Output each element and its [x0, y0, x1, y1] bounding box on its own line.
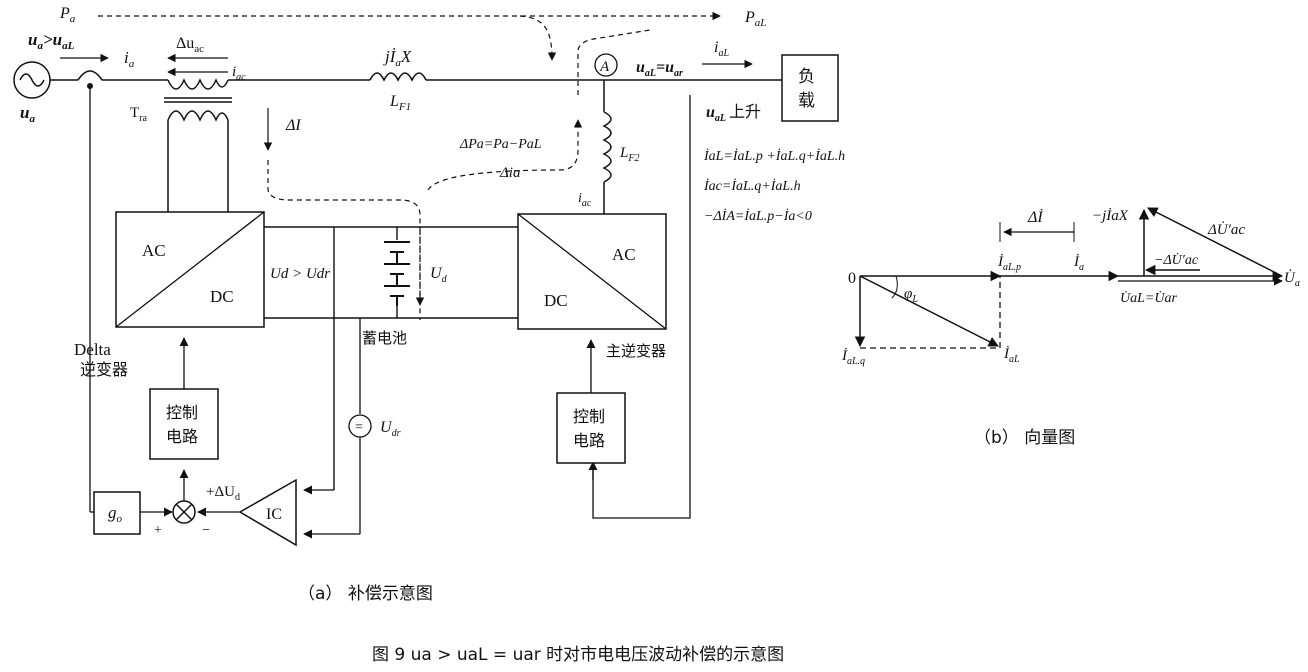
delta-ia-label: Δia — [499, 165, 520, 181]
vector-ua-label: U̇a — [1284, 270, 1300, 289]
vector-neg-duac-label: −ΔU̇′ac — [1154, 252, 1199, 268]
delta-inverter-label: 逆变器 — [80, 360, 128, 379]
pa-label: Pa — [59, 5, 76, 25]
left-dc-label: DC — [210, 287, 234, 306]
ic-amplifier — [238, 478, 297, 547]
pal-label: PaL — [744, 9, 766, 29]
ua-compare-label: ua>uaL — [28, 30, 75, 52]
vector-duac-label: ΔU̇′ac — [1207, 222, 1245, 238]
delta-label: Delta — [74, 340, 111, 359]
load-label-2: 载 — [798, 91, 815, 111]
ac-source — [13, 61, 51, 99]
g0-label: go — [108, 503, 123, 525]
minus-sign: − — [202, 523, 210, 538]
right-control-label-2: 电路 — [573, 431, 605, 450]
equation-1: İaL=İaL.p +İaL.q+İaL.h — [703, 148, 845, 164]
vector-ual-label: U̇aL=U̇ar — [1120, 290, 1177, 306]
left-control-label-2: 电路 — [166, 427, 198, 446]
ud-compare-label: Ud > Udr — [270, 266, 330, 282]
load-label-1: 负 — [798, 67, 815, 87]
caption-a: （a） 补偿示意图 — [298, 584, 433, 604]
g0-block — [93, 491, 141, 535]
delta-i-label: ΔI — [285, 117, 301, 134]
ialq-label: İaL.q — [841, 348, 865, 367]
vector-delta-i-label: Δİ — [1027, 208, 1043, 226]
lf2-inductor — [602, 80, 612, 214]
delta-uac-label: Δuac — [176, 35, 204, 55]
load-box — [781, 54, 839, 122]
equation-3: −ΔİA=İaL.p−İa<0 — [704, 208, 812, 224]
ud-label: Ud — [430, 265, 448, 285]
jx-label: jİaX — [383, 47, 412, 69]
delta-p-label: ΔPa=Pa−PaL — [459, 137, 542, 152]
sine-icon — [19, 73, 45, 87]
lf1-label: LF1 — [389, 93, 411, 113]
ic-label: IC — [266, 506, 282, 523]
battery-label: 蓄电池 — [362, 329, 407, 347]
tra-label: Tra — [130, 105, 148, 124]
figure-caption: 图 9 ua > uaL = uar 时对市电电压波动补偿的示意图 — [372, 645, 784, 665]
series-transformer — [164, 78, 232, 212]
ual-label: uaL=uar — [636, 59, 683, 79]
lf2-label: LF2 — [619, 145, 639, 164]
vector-ial-label: İaL — [1003, 346, 1020, 365]
udr-label: Udr — [380, 419, 401, 439]
right-ac-label: AC — [612, 245, 636, 264]
ia-label: ia — [124, 48, 135, 70]
ialp-label: İaL.p — [997, 254, 1021, 273]
delta-ud-label: +ΔUd — [206, 484, 240, 503]
ammeter-label: A — [599, 59, 610, 75]
ial-label: iaL — [714, 39, 729, 59]
battery-icon — [384, 241, 410, 306]
left-converter — [115, 211, 265, 328]
vector-jx-label: −jİaX — [1092, 208, 1129, 224]
power-flow-dashed — [98, 11, 721, 320]
caption-b: （b） 向量图 — [974, 428, 1075, 448]
right-converter — [517, 213, 667, 330]
ua-label: ua — [20, 103, 35, 125]
right-control-box — [556, 392, 626, 464]
main-inverter-label: 主逆变器 — [606, 342, 666, 360]
plus-sign: + — [154, 523, 162, 538]
dc-link — [264, 226, 518, 490]
left-control-box — [149, 388, 219, 460]
left-ac-label: AC — [142, 241, 166, 260]
iac2-label: iac — [578, 191, 592, 209]
iac-label: iac — [232, 64, 246, 83]
phi-label: φL — [904, 286, 918, 305]
right-control-label-1: 控制 — [573, 407, 605, 426]
ammeter — [594, 53, 618, 77]
equation-2: İac=İaL.q+İaL.h — [703, 178, 801, 194]
svg-text:=: = — [355, 420, 363, 435]
origin-label: 0 — [848, 270, 856, 287]
vector-ia-label: İa — [1073, 254, 1084, 273]
vector-diagram: 0 — [848, 207, 1284, 349]
summing-junction — [172, 500, 196, 524]
left-control-label-1: 控制 — [166, 403, 198, 422]
right-dc-label: DC — [544, 291, 568, 310]
